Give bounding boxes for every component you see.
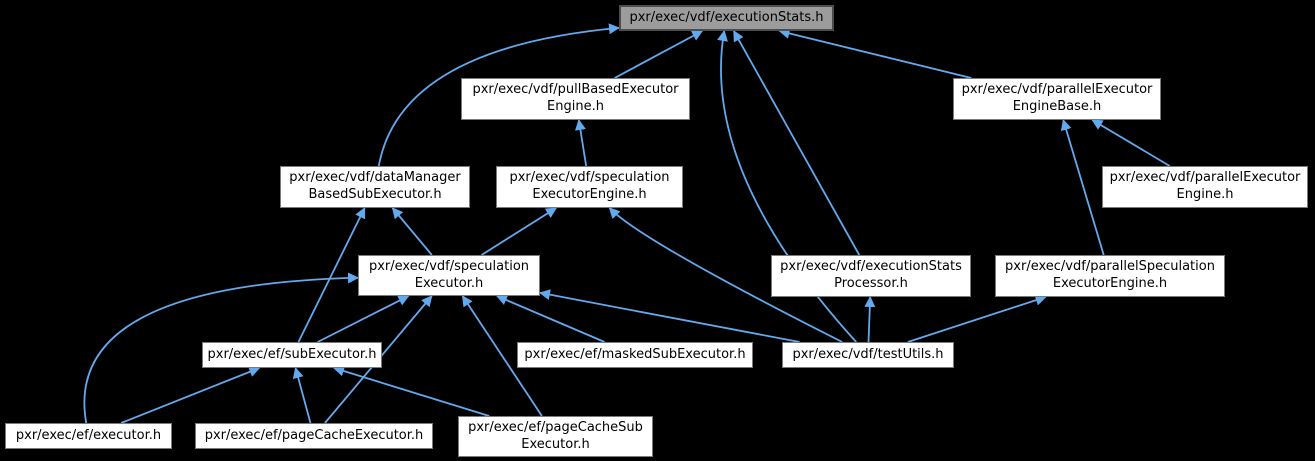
edge-parallelSpeculationExecutorEngine-to-parallelExecutorEngineBase xyxy=(1060,119,1105,256)
graph-node-parallelExecutorEngine[interactable]: pxr/exec/vdf/parallelExecutor Engine.h xyxy=(1102,166,1308,208)
graph-node-executionStatsProcessor[interactable]: pxr/exec/vdf/executionStats Processor.h xyxy=(771,255,971,297)
edge-dataManagerBasedSubExecutor-to-executionStats xyxy=(377,23,620,167)
edge-pageCacheExecutor-to-subExecutor xyxy=(292,367,312,424)
edge-pullBasedExecutorEngine-to-executionStats xyxy=(614,30,704,79)
edge-subExecutor-to-dataManagerBasedSubExecutor xyxy=(297,207,366,343)
edge-pageCacheSubExecutor-to-speculationExecutor xyxy=(461,295,543,417)
edge-testUtils-to-speculationExecutorEngine xyxy=(608,207,843,343)
graph-node-pullBasedExecutorEngine[interactable]: pxr/exec/vdf/pullBasedExecutor Engine.h xyxy=(461,78,690,120)
edge-pageCacheSubExecutor-to-subExecutor xyxy=(333,365,490,417)
edge-executionStatsProcessor-to-executionStats xyxy=(732,30,861,256)
edge-testUtils-to-parallelSpeculationExecutorEngine xyxy=(907,294,1047,343)
edge-maskedSubExecutor-to-speculationExecutor xyxy=(496,294,605,343)
edge-executor-to-speculationExecutor xyxy=(83,272,359,424)
edge-testUtils-to-speculationExecutor xyxy=(539,289,800,343)
edge-parallelExecutorEngineBase-to-executionStats xyxy=(778,28,972,79)
edge-speculationExecutorEngine-to-pullBasedExecutorEngine xyxy=(574,119,588,167)
edge-speculationExecutor-to-speculationExecutorEngine xyxy=(481,207,558,256)
graph-node-speculationExecutor[interactable]: pxr/exec/vdf/speculation Executor.h xyxy=(358,255,540,296)
graph-node-parallelSpeculationExecutorEngine[interactable]: pxr/exec/vdf/parallelSpeculation Executo… xyxy=(995,255,1225,297)
graph-node-dataManagerBasedSubExecutor[interactable]: pxr/exec/vdf/dataManager BasedSubExecuto… xyxy=(280,166,470,208)
edge-speculationExecutor-to-dataManagerBasedSubExecutor xyxy=(391,207,433,256)
edge-subExecutor-to-speculationExecutor xyxy=(317,295,410,343)
graph-node-testUtils[interactable]: pxr/exec/vdf/testUtils.h xyxy=(782,342,954,368)
graph-node-subExecutor[interactable]: pxr/exec/ef/subExecutor.h xyxy=(202,342,382,368)
graph-node-pageCacheExecutor[interactable]: pxr/exec/ef/pageCacheExecutor.h xyxy=(195,423,433,449)
graph-node-executionStats[interactable]: pxr/exec/vdf/executionStats.h xyxy=(619,5,834,31)
graph-node-pageCacheSubExecutor[interactable]: pxr/exec/ef/pageCacheSub Executor.h xyxy=(458,416,653,457)
graph-node-parallelExecutorEngineBase[interactable]: pxr/exec/vdf/parallelExecutor EngineBase… xyxy=(953,78,1161,120)
edge-parallelExecutorEngine-to-parallelExecutorEngineBase xyxy=(1091,119,1171,167)
graph-node-speculationExecutorEngine[interactable]: pxr/exec/vdf/speculation ExecutorEngine.… xyxy=(496,166,683,208)
graph-node-maskedSubExecutor[interactable]: pxr/exec/ef/maskedSubExecutor.h xyxy=(517,342,753,368)
graph-node-executor[interactable]: pxr/exec/ef/executor.h xyxy=(5,423,172,449)
edge-testUtils-to-executionStatsProcessor xyxy=(864,296,876,343)
edge-executor-to-subExecutor xyxy=(120,366,261,424)
